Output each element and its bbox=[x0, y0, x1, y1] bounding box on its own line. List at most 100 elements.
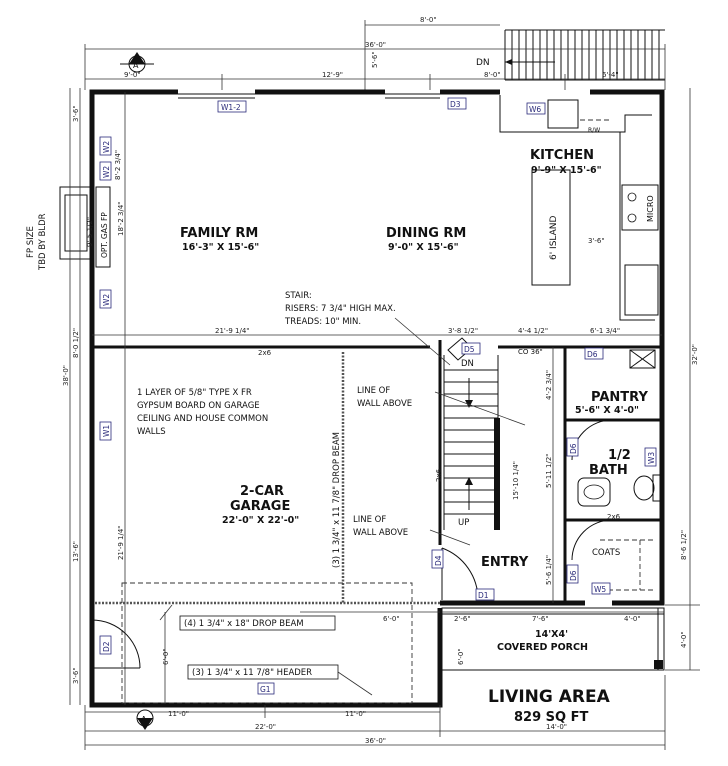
dim-left-9-5-12: 9'-5 1/2" bbox=[86, 217, 94, 247]
dim-mid-6-1-34: 6'-1 3/4" bbox=[590, 327, 620, 335]
fp-bldr-note: TBD BY BLDR bbox=[38, 213, 48, 271]
opt-gas-fp: OPT. GAS FP bbox=[100, 212, 109, 258]
tag-w2-c: W2 bbox=[102, 294, 111, 306]
dim-v-15-10-14: 15'-10 1/4" bbox=[512, 461, 520, 500]
stair-up-label: UP bbox=[458, 518, 469, 528]
dim-bot-11-0b: 11'-0" bbox=[345, 710, 366, 718]
kitchen-name: KITCHEN bbox=[530, 148, 594, 163]
dim-porch-7-6: 7'-6" bbox=[532, 615, 549, 623]
dim-v-6-0b: 6'-0" bbox=[457, 648, 465, 665]
dim-bot-11-0a: 11'-0" bbox=[168, 710, 189, 718]
tag-d6-b: D6 bbox=[569, 443, 578, 454]
dim-left-21-9-14: 21'-9 1/4" bbox=[117, 525, 125, 560]
porch-name-2: COVERED PORCH bbox=[497, 642, 588, 653]
drop-beam-horizontal: (4) 1 3/4" x 18" DROP BEAM bbox=[184, 619, 304, 629]
tag-w2-b: W2 bbox=[102, 166, 111, 178]
tag-d1: D1 bbox=[478, 591, 489, 600]
dim-mid-2x6: 2x6 bbox=[258, 349, 272, 357]
micro-label: MICRO bbox=[646, 195, 655, 222]
fr-note-4: WALLS bbox=[137, 427, 166, 437]
dim-v-5-6-14: 5'-6 1/4" bbox=[545, 555, 553, 585]
kitchen-size: 9'-9" X 15'-6" bbox=[531, 165, 602, 176]
tag-d4: D4 bbox=[434, 555, 443, 566]
entry-door-swing bbox=[441, 547, 479, 601]
dim-porch-2-6: 2'-6" bbox=[454, 615, 471, 623]
living-area-title: LIVING AREA bbox=[488, 687, 611, 707]
kitchen-counters bbox=[499, 95, 659, 321]
dim-top-5-6: 5'-6" bbox=[371, 51, 379, 68]
stair-note-2: RISERS: 7 3/4" HIGH MAX. bbox=[285, 304, 396, 314]
fr-note-1: 1 LAYER OF 5/8" TYPE X FR bbox=[137, 388, 252, 398]
coats-name: COATS bbox=[592, 548, 620, 558]
rw-label: R/W bbox=[588, 127, 600, 134]
tag-w1-2-box bbox=[217, 100, 247, 113]
tag-g1: G1 bbox=[260, 685, 271, 694]
line-wall-above-a2: WALL ABOVE bbox=[357, 399, 412, 409]
tag-w1-2: W1-2 bbox=[221, 103, 241, 112]
stair-note-3: TREADS: 10" MIN. bbox=[284, 317, 361, 327]
section-a-top: A bbox=[133, 61, 139, 70]
dim-top-12-9: 12'-9" bbox=[322, 71, 343, 79]
fr-note-2: GYPSUM BOARD ON GARAGE bbox=[137, 401, 260, 411]
dim-right-4-0: 4'-0" bbox=[680, 631, 688, 648]
dining-room-size: 9'-0" X 15'-6" bbox=[388, 242, 459, 253]
garage-name-2: GARAGE bbox=[230, 499, 290, 514]
stair-dn-label: DN bbox=[461, 359, 474, 369]
dim-top-9-0: 9'-0" bbox=[124, 71, 141, 79]
section-marker-bottom bbox=[136, 709, 154, 730]
dim-top-6-4: 6'-4" bbox=[602, 71, 619, 79]
dim-left-8-2-34: 8'-2 3/4" bbox=[114, 150, 122, 180]
dim-left-38-0: 38'-0" bbox=[62, 365, 70, 386]
garage-details bbox=[91, 352, 440, 704]
dim-stair-2x6: 2x6 bbox=[435, 468, 443, 482]
stair-treads bbox=[443, 337, 500, 530]
dim-bot-22-0: 22'-0" bbox=[255, 723, 276, 731]
entry-name: ENTRY bbox=[481, 555, 529, 570]
family-room-size: 16'-3" X 15'-6" bbox=[182, 242, 259, 253]
porch bbox=[441, 607, 665, 671]
bath-name-1: 1/2 bbox=[608, 448, 631, 463]
dim-v-5-11-12: 5'-11 1/2" bbox=[545, 453, 553, 488]
fr-note-3: CEILING AND HOUSE COMMON bbox=[137, 414, 268, 424]
dim-right-8-6-12: 8'-6 1/2" bbox=[680, 530, 688, 560]
tag-w6: W6 bbox=[529, 105, 541, 114]
pantry-bath-walls bbox=[563, 347, 662, 603]
tag-w3: W3 bbox=[647, 452, 656, 464]
family-room-name: FAMILY RM bbox=[180, 226, 258, 241]
dim-left-3-6b: 3'-6" bbox=[72, 667, 80, 684]
drop-beam-vertical: (3) 1 3/4" x 11 7/8" DROP BEAM bbox=[332, 432, 342, 568]
tag-w1: W1 bbox=[102, 425, 111, 437]
deck-stairs bbox=[504, 29, 665, 81]
tag-d2: D2 bbox=[102, 641, 111, 652]
dim-mid-3-8-12: 3'-8 1/2" bbox=[448, 327, 478, 335]
porch-name-1: 14'X4' bbox=[535, 629, 568, 640]
dim-right-32-0: 32'-0" bbox=[691, 344, 699, 365]
dim-v-6-0a: 6'-0" bbox=[383, 615, 400, 623]
bath-name-2: BATH bbox=[589, 463, 628, 478]
top-dimensions bbox=[84, 20, 666, 90]
section-marker-top bbox=[120, 52, 154, 73]
dim-top-36-0: 36'-0" bbox=[365, 41, 386, 49]
dim-mid-21-9-14: 21'-9 1/4" bbox=[215, 327, 250, 335]
exterior-walls bbox=[89, 89, 665, 708]
line-wall-above-b1: LINE OF bbox=[353, 515, 386, 525]
section-a-bottom: A bbox=[141, 715, 147, 724]
dim-bot-14-0: 14'-0" bbox=[546, 723, 567, 731]
header-note: (3) 1 3/4" x 11 7/8" HEADER bbox=[192, 668, 312, 678]
tag-d6-c: D6 bbox=[569, 570, 578, 581]
pantry-name: PANTRY bbox=[591, 390, 648, 405]
dim-top-8-0: 8'-0" bbox=[420, 16, 437, 24]
tag-d6-a: D6 bbox=[587, 350, 598, 359]
dim-bot-36-0: 36'-0" bbox=[365, 737, 386, 745]
tag-d3: D3 bbox=[450, 100, 461, 109]
dim-left-13-6: 13'-6" bbox=[72, 541, 80, 562]
dim-top-8-0b: 8'-0" bbox=[484, 71, 501, 79]
dim-bath-2x6: 2x6 bbox=[607, 513, 621, 521]
living-area-sqft: 829 SQ FT bbox=[514, 710, 588, 725]
dim-left-18-2-34: 18'-2 3/4" bbox=[117, 201, 125, 236]
dim-mid-3-6: 3'-6" bbox=[588, 237, 605, 245]
line-wall-above-a1: LINE OF bbox=[357, 386, 390, 396]
dim-left-3-6: 3'-6" bbox=[72, 105, 80, 122]
stair-note-1: STAIR: bbox=[285, 291, 312, 301]
